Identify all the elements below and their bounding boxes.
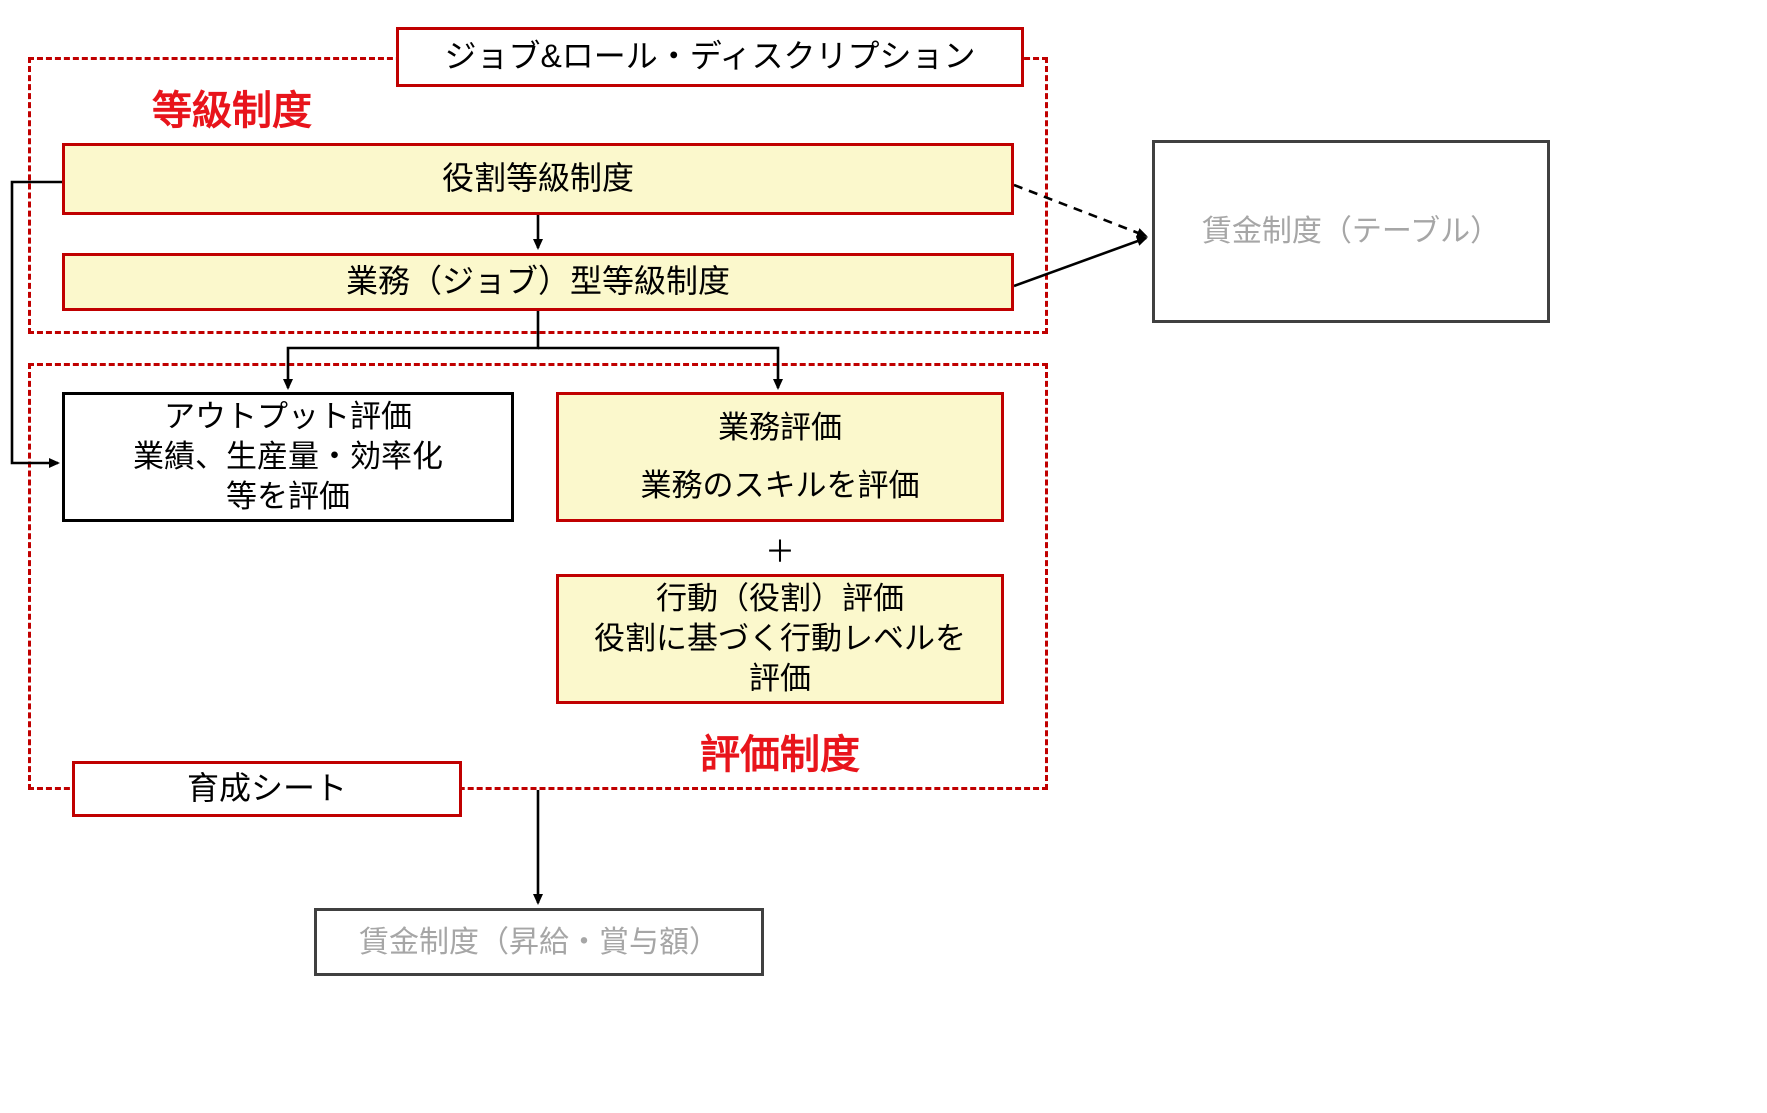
box-behavior-evaluation-line1: 行動（役割）評価 bbox=[656, 580, 904, 616]
box-role-grade-system[interactable]: 役割等級制度 bbox=[62, 143, 1014, 215]
box-wage-table[interactable]: 賃金制度（テーブル） bbox=[1152, 140, 1550, 323]
box-wage-raise-bonus[interactable]: 賃金制度（昇給・賞与額） bbox=[314, 908, 764, 976]
box-role-grade-system-label: 役割等級制度 bbox=[441, 160, 634, 197]
box-behavior-evaluation-line3: 評価 bbox=[749, 661, 811, 697]
box-output-evaluation-line3: 等を評価 bbox=[226, 479, 350, 515]
box-development-sheet-label: 育成シート bbox=[186, 770, 347, 807]
group-label-grading: 等級制度 bbox=[152, 89, 312, 133]
box-job-grade-system-label: 業務（ジョブ）型等級制度 bbox=[345, 263, 730, 300]
operator-plus: ＋ bbox=[765, 536, 795, 569]
box-development-sheet[interactable]: 育成シート bbox=[72, 761, 462, 817]
group-label-evaluation: 評価制度 bbox=[700, 733, 860, 777]
box-job-grade-system[interactable]: 業務（ジョブ）型等級制度 bbox=[62, 253, 1014, 311]
box-output-evaluation-line2: 業績、生産量・効率化 bbox=[133, 438, 443, 474]
box-wage-raise-bonus-label: 賃金制度（昇給・賞与額） bbox=[359, 925, 719, 959]
box-job-role-description-label: ジョブ&ロール・ディスクリプション bbox=[444, 38, 976, 75]
box-work-evaluation-line1: 業務評価 bbox=[718, 409, 842, 445]
box-behavior-evaluation-line2: 役割に基づく行動レベルを bbox=[594, 620, 966, 656]
box-wage-table-label: 賃金制度（テーブル） bbox=[1201, 215, 1501, 248]
box-work-evaluation-line2: 業務のスキルを評価 bbox=[640, 468, 920, 503]
box-output-evaluation-line1: アウトプット評価 bbox=[164, 398, 412, 434]
box-output-evaluation[interactable]: アウトプット評価 業績、生産量・効率化 等を評価 bbox=[62, 392, 514, 522]
box-work-evaluation[interactable]: 業務評価 業務のスキルを評価 bbox=[556, 392, 1004, 522]
box-behavior-evaluation[interactable]: 行動（役割）評価 役割に基づく行動レベルを 評価 bbox=[556, 574, 1004, 704]
box-job-role-description[interactable]: ジョブ&ロール・ディスクリプション bbox=[396, 27, 1024, 87]
